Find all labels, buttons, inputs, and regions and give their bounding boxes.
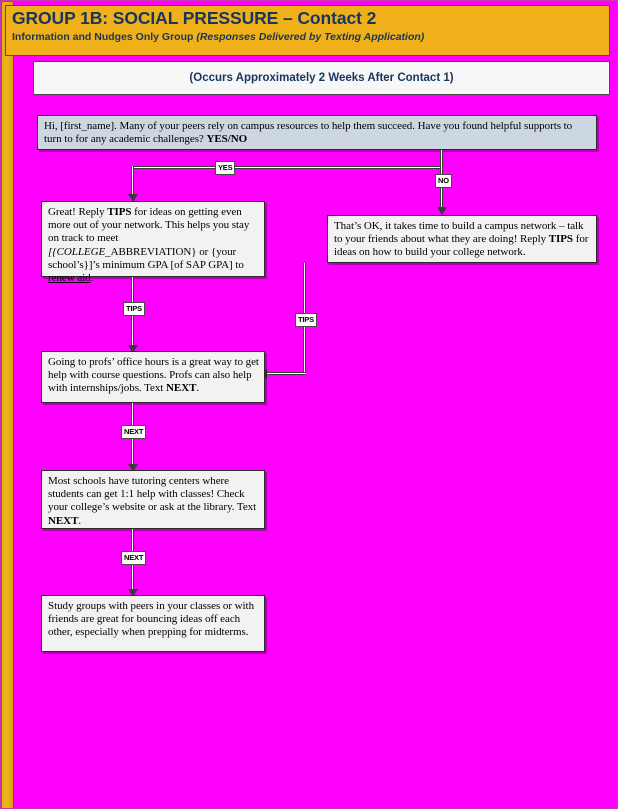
tutoring-next-keyword: NEXT (48, 514, 79, 527)
yes-node-tips-keyword: TIPS (107, 206, 132, 218)
node-thats-ok-build-network: That’s OK, it takes time to build a camp… (327, 215, 597, 263)
timing-banner: (Occurs Approximately 2 Weeks After Cont… (33, 61, 610, 95)
arrow-tips-left-into-office-hours (127, 345, 138, 353)
study-groups-text: Study groups with peers in your classes … (48, 600, 255, 639)
tutoring-seg3: . (78, 514, 82, 527)
arrow-next-1-into-tutoring (127, 464, 138, 472)
edge-label-tips-left: TIPS (123, 302, 145, 316)
yes-node-seg5: ABBREVIATION} or {your school’s}]’s mini… (48, 245, 244, 271)
yes-node-seg7: . (90, 272, 94, 285)
page-subtitle-italic: (Responses Delivered by Texting Applicat… (196, 31, 425, 43)
yes-node-college-token: [{COLLEGE_ (48, 245, 111, 258)
no-node-seg1: That’s OK, it takes time to build a camp… (334, 220, 584, 246)
office-hours-next-keyword: NEXT (166, 382, 197, 395)
intro-yes-no: YES/NO (206, 133, 248, 146)
yes-node-seg3: for ideas on getting even more out of yo… (48, 206, 250, 245)
node-profs-office-hours: Going to profs’ office hours is a great … (41, 351, 265, 403)
left-gold-rail (2, 2, 14, 808)
edge-label-no: NO (435, 174, 452, 188)
page-subtitle-plain: Information and Nudges Only Group (12, 31, 197, 43)
connector-tips-right-horizontal (267, 372, 306, 375)
arrow-yes-into-tips-node (127, 194, 138, 202)
edge-label-yes: YES (215, 161, 236, 175)
connector-yes-down (131, 166, 134, 198)
edge-label-next-1: NEXT (121, 425, 147, 439)
arrow-next-2-into-study-groups (127, 589, 138, 597)
page-title: GROUP 1B: SOCIAL PRESSURE – Contact 2 (12, 8, 377, 28)
intro-line-1: Hi, [first_name]. Many of your peers rel… (44, 120, 522, 132)
header-band: GROUP 1B: SOCIAL PRESSURE – Contact 2 In… (5, 5, 610, 56)
edge-label-next-2: NEXT (121, 551, 147, 565)
page-subtitle: Information and Nudges Only Group (Respo… (12, 30, 609, 44)
timing-banner-label: (Occurs Approximately 2 Weeks After Cont… (189, 72, 454, 84)
arrow-no-into-ok-node (436, 207, 447, 215)
node-intro-message: Hi, [first_name]. Many of your peers rel… (37, 115, 597, 150)
flow-canvas: Hi, [first_name]. Many of your peers rel… (15, 95, 617, 808)
yes-node-renew-aid: renew aid (48, 272, 91, 285)
node-tutoring-centers: Most schools have tutoring centers where… (41, 470, 265, 529)
office-hours-seg3: . (196, 382, 200, 395)
yes-node-seg1: Great! Reply (48, 206, 108, 218)
no-node-seg3: for ideas on how to build your college n… (334, 233, 589, 259)
tutoring-seg1: Most schools have tutoring centers where… (48, 475, 257, 514)
intro-line-2-pre: supports to turn to for any academic cha… (44, 120, 573, 146)
connector-yes-horizontal (131, 166, 442, 169)
edge-label-tips-right: TIPS (295, 313, 317, 327)
no-node-tips-keyword: TIPS (548, 233, 574, 246)
node-great-reply-tips: Great! Reply TIPS for ideas on getting e… (41, 201, 265, 284)
office-hours-seg1: Going to profs’ office hours is a great … (48, 356, 259, 395)
node-study-groups: Study groups with peers in your classes … (41, 595, 265, 652)
